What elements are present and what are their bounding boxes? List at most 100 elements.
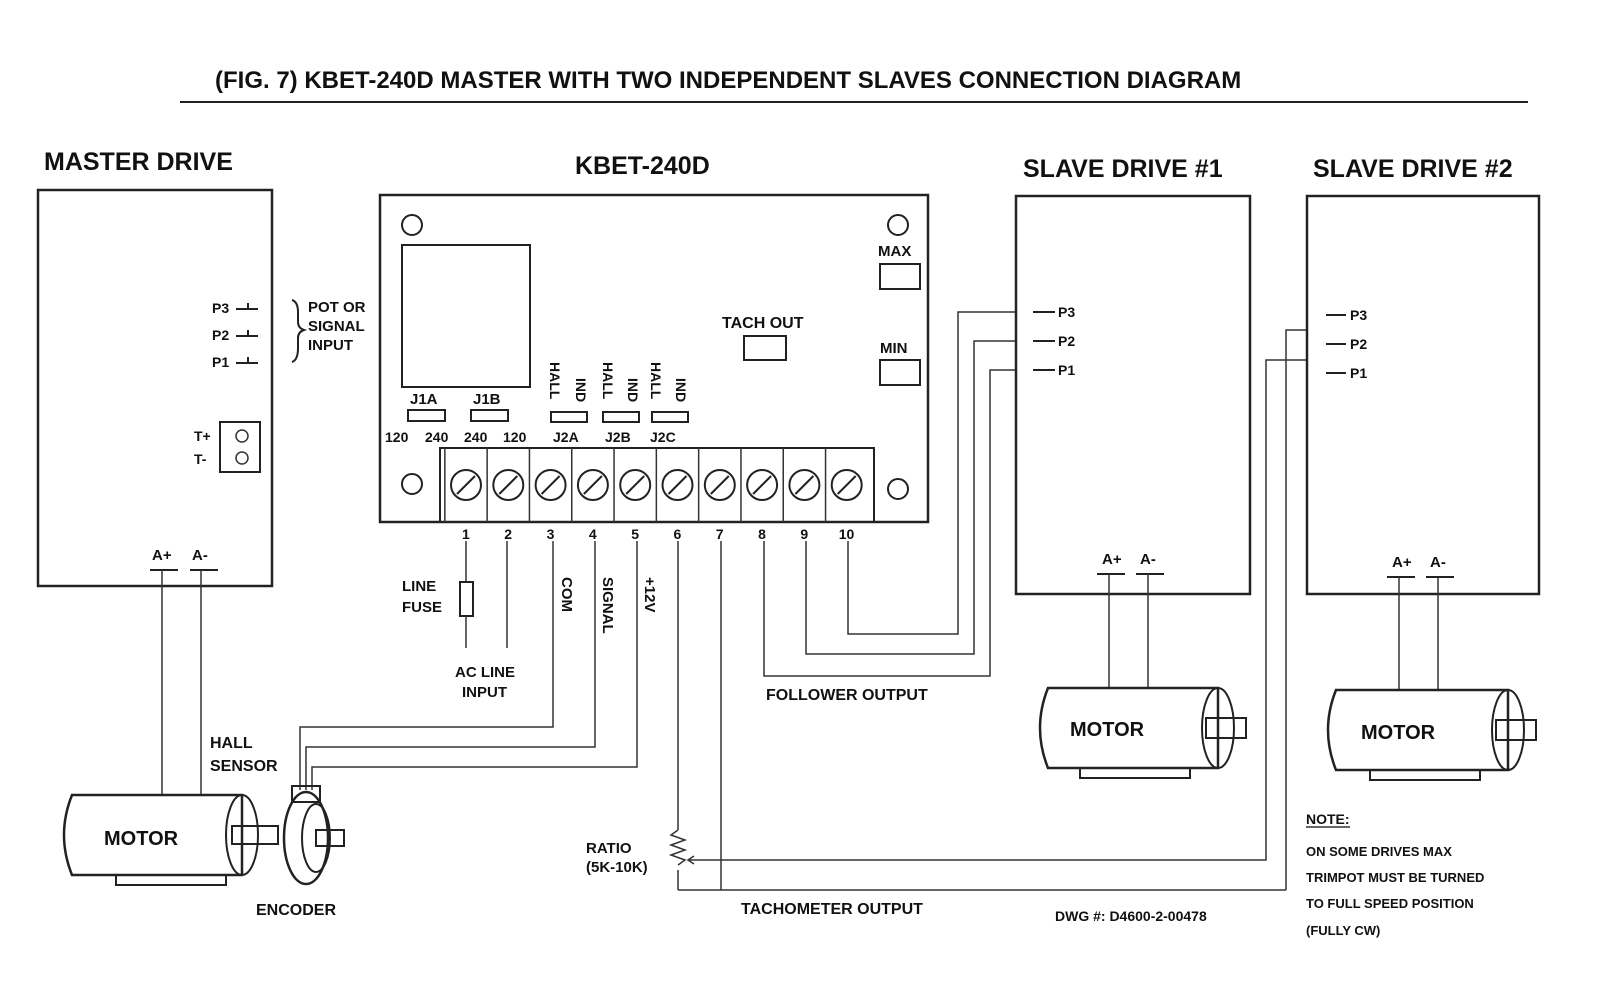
slave2-aplus-label: A+ [1392, 554, 1412, 571]
mount-hole-icon [887, 214, 909, 236]
j2c-jumper-group: HALL IND J2C [648, 362, 689, 445]
slave2-p2-label: P2 [1350, 336, 1367, 352]
motor-shaft-icon [231, 825, 279, 845]
j1a-jumper [407, 409, 446, 422]
slave1-p1-label: P1 [1058, 362, 1075, 378]
min-trimpot [879, 359, 921, 386]
terminal-screw-icon [576, 469, 609, 501]
com-label: COM [558, 577, 575, 612]
j1b-jumper [470, 409, 509, 422]
t-plus-screw-icon [235, 429, 249, 443]
slave2-aminus-label: A- [1430, 554, 1446, 571]
terminal-screws [444, 448, 863, 522]
slave1-motor: MOTOR [1038, 686, 1247, 779]
encoder-icon [282, 785, 345, 886]
terminal-screw-icon [830, 469, 863, 501]
hall-sensor-label-1: HALL [210, 735, 253, 752]
j2a-jumper-group: HALL IND J2A [547, 362, 589, 445]
mount-hole-icon [887, 478, 909, 500]
master-motor-label: MOTOR [104, 828, 179, 850]
j2b-jumper-group: HALL IND J2B [600, 362, 641, 445]
encoder-label: ENCODER [256, 902, 336, 919]
hall-label: HALL [600, 362, 616, 400]
follower-wire-9 [805, 340, 1033, 655]
j1b-label: J1B [473, 391, 501, 408]
max-trimpot-label: MAX [878, 243, 911, 260]
note-line-3: TO FULL SPEED POSITION [1306, 896, 1474, 911]
kbet-title: KBET-240D [575, 152, 710, 180]
slave1-aminus-label: A- [1140, 551, 1156, 568]
terminal-screw-icon [492, 469, 525, 501]
ratio-potentiometer-icon [668, 829, 688, 866]
terminal-number: 4 [589, 526, 597, 542]
master-p2-label: P2 [212, 327, 229, 343]
slave2-p3-label: P3 [1350, 307, 1367, 323]
terminal-number: 3 [547, 526, 555, 542]
master-aplus-label: A+ [152, 547, 172, 564]
slave1-p2-label: P2 [1058, 333, 1075, 349]
min-trimpot-label: MIN [880, 340, 908, 357]
pot-bracket [291, 299, 308, 363]
slave1-motor-label: MOTOR [1070, 719, 1145, 741]
tach-out-label: TACH OUT [722, 315, 804, 332]
j2a-label: J2A [553, 429, 579, 445]
hall-sensor-label-2: SENSOR [210, 758, 278, 775]
plus12v-label: +12V [641, 577, 658, 612]
terminal-screw-icon [746, 469, 779, 501]
follower-wire-8 [763, 369, 1033, 677]
master-p3-label: P3 [212, 300, 229, 316]
tach-out-connector [743, 335, 787, 361]
signal-wire [305, 541, 596, 790]
dwg-number: DWG #: D4600-2-00478 [1055, 908, 1207, 924]
master-drive-title: MASTER DRIVE [44, 148, 233, 176]
follower-output-label: FOLLOWER OUTPUT [766, 687, 928, 704]
line-fuse [459, 581, 474, 617]
master-t-terminal-block [219, 421, 261, 473]
slave1-drive-box [1014, 194, 1252, 596]
slave1-title: SLAVE DRIVE #1 [1023, 155, 1223, 183]
pot-input-line-1: POT OR [308, 299, 366, 316]
line-fuse-label-2: FUSE [402, 599, 442, 616]
slave2-title: SLAVE DRIVE #2 [1313, 155, 1513, 183]
master-tminus-label: T- [194, 451, 207, 467]
mount-hole-icon [401, 214, 423, 236]
terminal-screw-icon [619, 469, 652, 501]
j2b-label: J2B [605, 429, 631, 445]
terminal-number: 5 [631, 526, 639, 542]
note-line-2: TRIMPOT MUST BE TURNED [1306, 870, 1484, 885]
terminal-number: 9 [800, 526, 808, 542]
voltage-label-120: 120 [385, 429, 409, 445]
pot-input-line-3: INPUT [308, 337, 353, 354]
com-wire [299, 541, 554, 790]
kbet-board [378, 193, 930, 524]
ind-label: IND [673, 378, 689, 402]
line-fuse-label-1: LINE [402, 578, 436, 595]
hall-label: HALL [547, 362, 563, 400]
master-aminus-label: A- [192, 547, 208, 564]
terminal-number: 7 [716, 526, 724, 542]
note-title: NOTE: [1306, 811, 1350, 827]
t-minus-screw-icon [235, 451, 249, 465]
mount-hole-icon [401, 473, 423, 495]
terminal-screw-icon [788, 469, 821, 501]
slave2-drive-box [1305, 194, 1541, 596]
ratio-wiper-wire [688, 359, 1326, 861]
max-trimpot [879, 263, 921, 290]
motor-shaft-icon [1495, 719, 1537, 741]
master-drive-box [36, 188, 274, 588]
slave1-p3-label: P3 [1058, 304, 1075, 320]
terminal-number: 1 [462, 526, 470, 542]
note-line-1: ON SOME DRIVES MAX [1306, 844, 1452, 859]
note-line-4: (FULLY CW) [1306, 923, 1380, 938]
ratio-label-1: RATIO [586, 840, 632, 857]
plus12v-wire [311, 541, 638, 790]
terminal-screw-icon [703, 469, 736, 501]
terminal-screw-icon [450, 469, 482, 501]
pot-input-line-2: SIGNAL [308, 318, 365, 335]
terminal-number: 8 [758, 526, 766, 542]
follower-wire-10 [847, 311, 1033, 635]
voltage-label-120b: 120 [503, 429, 527, 445]
slave2-p1-label: P1 [1350, 365, 1367, 381]
